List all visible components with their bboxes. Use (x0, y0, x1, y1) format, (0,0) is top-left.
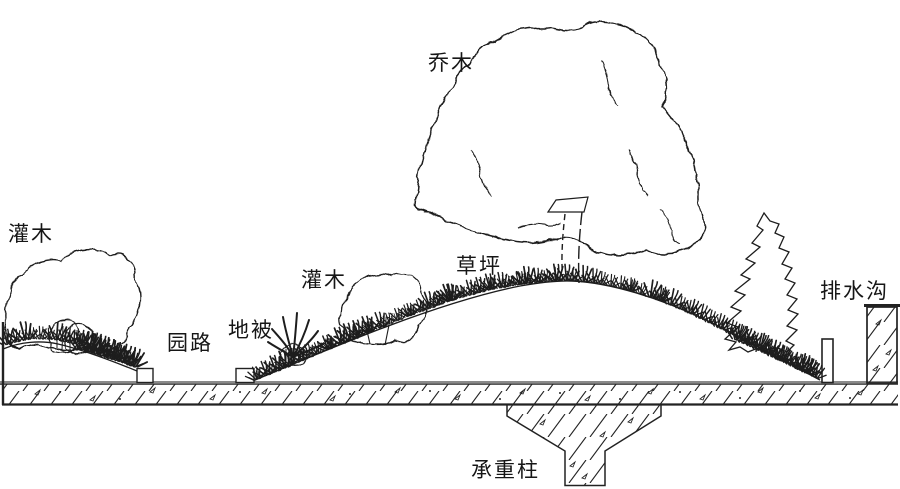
concrete-aggregate-marks (34, 319, 892, 480)
label-lawn: 草坪 (456, 254, 502, 278)
grass-tuft (679, 295, 707, 319)
drain-curb-post (821, 338, 834, 384)
bearing-column-drawing (506, 405, 662, 487)
drain-ditch-drawing (821, 304, 900, 384)
label-drain-ditch: 排水沟 (820, 279, 889, 303)
drain-wall (866, 306, 898, 384)
label-ground-cover: 地被 (228, 318, 274, 342)
path-curb-left (136, 367, 154, 384)
label-shrub-left: 灌木 (8, 222, 54, 246)
left-mound-line (2, 341, 138, 372)
arbor-canopy-outline (414, 20, 705, 257)
shrub-left-drawing (4, 249, 141, 352)
lawn-grass-layer (0, 262, 830, 383)
label-arbor: 乔木 (428, 51, 474, 75)
label-garden-path: 园路 (167, 331, 213, 355)
roof-slab (0, 322, 898, 406)
path-curb-right (235, 367, 255, 384)
label-bearing-column: 承重柱 (471, 458, 540, 482)
label-shrub-mid: 灌木 (301, 268, 347, 292)
